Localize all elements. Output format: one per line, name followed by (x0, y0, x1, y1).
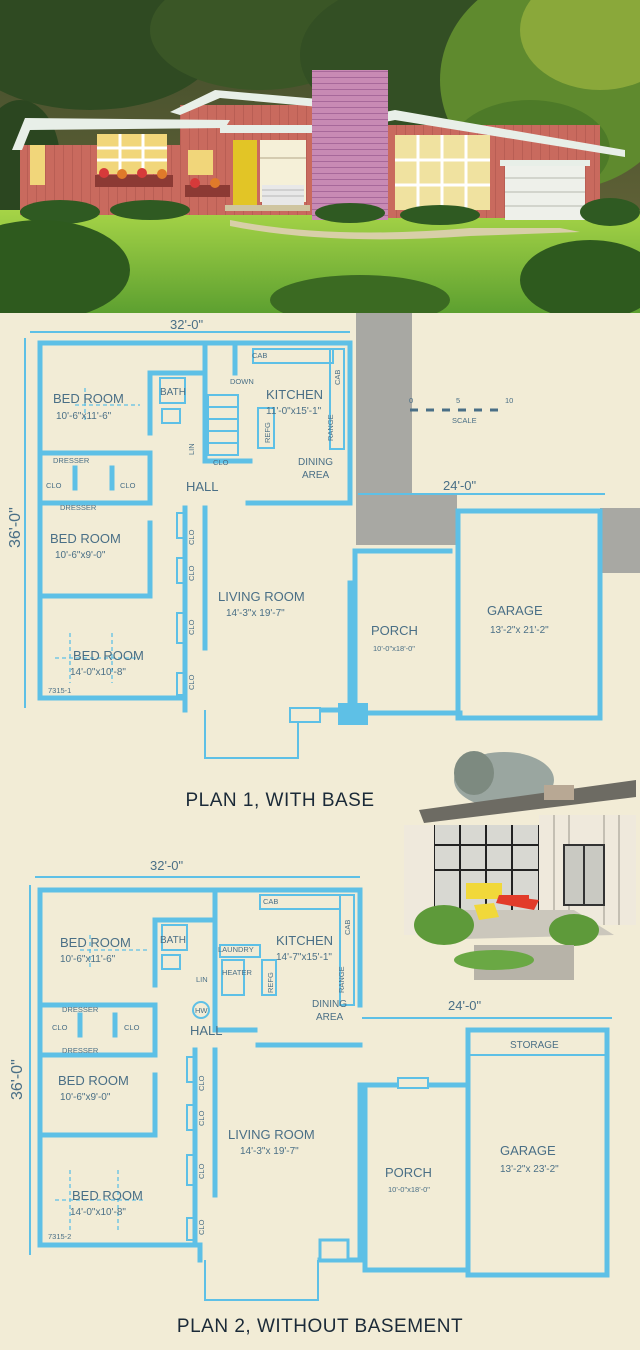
clo-label-hall: CLO (213, 458, 229, 467)
clo-label-2e: CLO (197, 1163, 206, 1179)
garage-size: 13'-2"x 21'-2" (490, 625, 549, 636)
dresser-label-2a: DRESSER (62, 1005, 99, 1014)
laundry-label: LAUNDRY (218, 945, 254, 954)
porch-name: PORCH (371, 623, 418, 638)
kitchen-size-2: 14'-7"x15'-1" (276, 952, 332, 963)
scale-bar: 0 5 10 SCALE (409, 396, 513, 425)
living-room-size-2: 14'-3"x 19'-7" (240, 1146, 299, 1157)
patio-illustration (404, 745, 636, 980)
clo-label-5: CLO (187, 619, 196, 635)
area-label: AREA (302, 470, 330, 481)
kitchen-name: KITCHEN (266, 387, 323, 402)
range-label-2: RANGE (337, 966, 346, 993)
garage-width-dim: 24'-0" (443, 478, 477, 493)
area-label-2: AREA (316, 1012, 344, 1023)
clo-label-2b: CLO (124, 1023, 140, 1032)
bedroom2-size: 10'-6"x9'-0" (55, 550, 106, 561)
linen-label-2: LIN (196, 975, 208, 984)
room-labels-2: BED ROOM 10'-6"x11'-6" BATH LAUNDRY HEAT… (48, 897, 559, 1241)
storage-label: STORAGE (510, 1040, 559, 1051)
scale-tick-0: 0 (409, 396, 413, 405)
bedroom1-name: BED ROOM (53, 391, 124, 406)
walls-2 (37, 887, 610, 1301)
scale-tick-5: 5 (456, 396, 460, 405)
bedroom1-name-2: BED ROOM (60, 935, 131, 950)
kitchen-size: 11'-0"x15'-1" (266, 406, 322, 417)
bedroom3-size-2: 14'-0"x10'-8" (70, 1207, 126, 1218)
clo-label-2: CLO (120, 481, 136, 490)
scale-tick-10: 10 (505, 396, 513, 405)
clo-label-2c: CLO (197, 1075, 206, 1091)
plan-number-2: 7315-2 (48, 1232, 71, 1241)
scale-label: SCALE (452, 416, 477, 425)
bath-label-2: BATH (160, 935, 186, 946)
dresser-label-2: DRESSER (60, 503, 97, 512)
dining-label-2: DINING (312, 999, 347, 1010)
house-exterior-illustration (0, 0, 640, 313)
dresser-label-2b: DRESSER (62, 1046, 99, 1055)
clo-label-6: CLO (187, 674, 196, 690)
walls (37, 340, 603, 759)
dining-label: DINING (298, 457, 333, 468)
clo-label-4: CLO (187, 565, 196, 581)
fixtures (55, 348, 345, 696)
refg-label-2: REFG (266, 972, 275, 993)
garage-name-2: GARAGE (500, 1143, 556, 1158)
cab-label-2a: CAB (263, 897, 278, 906)
garage-width-dim-2: 24'-0" (448, 998, 482, 1013)
bedroom1-size: 10'-6"x11'-6" (56, 411, 112, 422)
hw-label: HW (195, 1006, 208, 1015)
living-room-name-2: LIVING ROOM (228, 1127, 315, 1142)
clo-label-2f: CLO (197, 1219, 206, 1235)
shrubs (0, 198, 640, 313)
heater-label: HEATER (222, 968, 252, 977)
room-labels: BED ROOM 10'-6"x11'-6" BATH DOWN KITCHEN… (46, 351, 549, 695)
living-room-name: LIVING ROOM (218, 589, 305, 604)
stair-down-label: DOWN (230, 377, 254, 386)
bedroom1-size-2: 10'-6"x11'-6" (60, 954, 116, 965)
fixtures-2 (55, 894, 355, 1241)
overall-depth-dim-2: 36'-0" (9, 1059, 26, 1100)
cab-label-2b: CAB (343, 920, 352, 935)
house (12, 70, 625, 220)
bedroom2-name-2: BED ROOM (58, 1073, 129, 1088)
bedroom3-size: 14'-0"x10'-8" (70, 667, 126, 678)
porch-name-2: PORCH (385, 1165, 432, 1180)
linen-label: LIN (187, 443, 196, 455)
garage-name: GARAGE (487, 603, 543, 618)
cab-label: CAB (252, 351, 267, 360)
range-label: RANGE (326, 414, 335, 441)
refg-label: REFG (263, 422, 272, 443)
clo-label-1: CLO (46, 481, 62, 490)
chimney (312, 70, 388, 220)
front-door (233, 140, 257, 208)
bedroom2-name: BED ROOM (50, 531, 121, 546)
chimney-hatch (356, 313, 412, 545)
bedroom3-name-2: BED ROOM (72, 1188, 143, 1203)
living-room-size: 14'-3"x 19'-7" (226, 608, 285, 619)
bedroom2-size-2: 10'-6"x9'-0" (60, 1092, 111, 1103)
plan2-caption: PLAN 2, WITHOUT BASEMENT (176, 1316, 464, 1337)
kitchen-name-2: KITCHEN (276, 933, 333, 948)
hall-label: HALL (186, 479, 219, 494)
floor-plan-2: 32'-0" 36'-0" 24'-0" (9, 858, 612, 1301)
hall-label-2: HALL (190, 1023, 223, 1038)
clo-label-2a: CLO (52, 1023, 68, 1032)
garage-size-2: 13'-2"x 23'-2" (500, 1164, 559, 1175)
cab-label-2: CAB (333, 370, 342, 385)
porch-size-2: 10'-0"x18'-0" (388, 1185, 430, 1194)
overall-width-dim-2: 32'-0" (150, 858, 184, 873)
porch-size: 10'-0"x18'-0" (373, 644, 415, 653)
plan-number: 7315-1 (48, 686, 71, 695)
bath-label: BATH (160, 387, 186, 398)
overall-depth-dim: 36'-0" (7, 507, 24, 548)
bedroom3-name: BED ROOM (73, 648, 144, 663)
dresser-label-1: DRESSER (53, 456, 90, 465)
overall-width-dim: 32'-0" (170, 317, 204, 332)
clo-label-2d: CLO (197, 1110, 206, 1126)
floor-plan-1: 0 5 10 SCALE 32'-0" 36'-0" 24'-0" (7, 313, 640, 759)
clo-label-3: CLO (187, 529, 196, 545)
plan1-caption: PLAN 1, WITH BASE (185, 790, 375, 811)
